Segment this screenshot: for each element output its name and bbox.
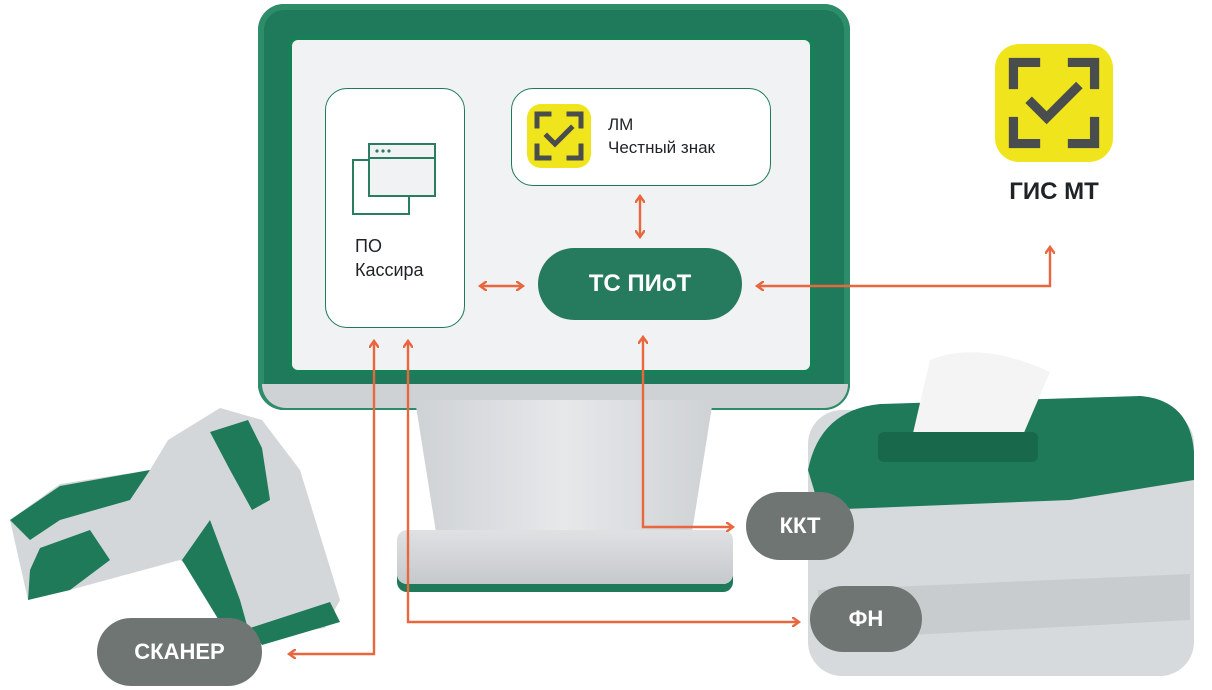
arrow-pos-fn xyxy=(408,342,798,622)
lm-label: ЛМ Честный знак xyxy=(608,113,715,159)
lm-label-line2: Честный знак xyxy=(608,138,715,157)
arrow-pos-scanner xyxy=(290,342,374,654)
kkt-pill: ККТ xyxy=(746,492,854,560)
scanner-pill: СКАНЕР xyxy=(97,618,262,686)
scan-check-icon xyxy=(527,104,591,168)
arrow-piot-kkt xyxy=(643,338,732,527)
cashier-software-label-line1: ПО xyxy=(355,236,382,256)
cashier-software-box xyxy=(325,88,465,328)
arrow-piot-gis xyxy=(758,248,1050,286)
lm-label-line1: ЛМ xyxy=(608,115,634,134)
gis-mt-logo-icon xyxy=(995,44,1113,162)
gis-mt-label: ГИС МТ xyxy=(1009,178,1099,205)
fn-pill: ФН xyxy=(810,586,922,652)
cashier-software-label: ПО Кассира xyxy=(355,234,424,282)
piot-pill: ТС ПИоТ xyxy=(538,248,742,320)
cashier-software-label-line2: Кассира xyxy=(355,260,424,280)
